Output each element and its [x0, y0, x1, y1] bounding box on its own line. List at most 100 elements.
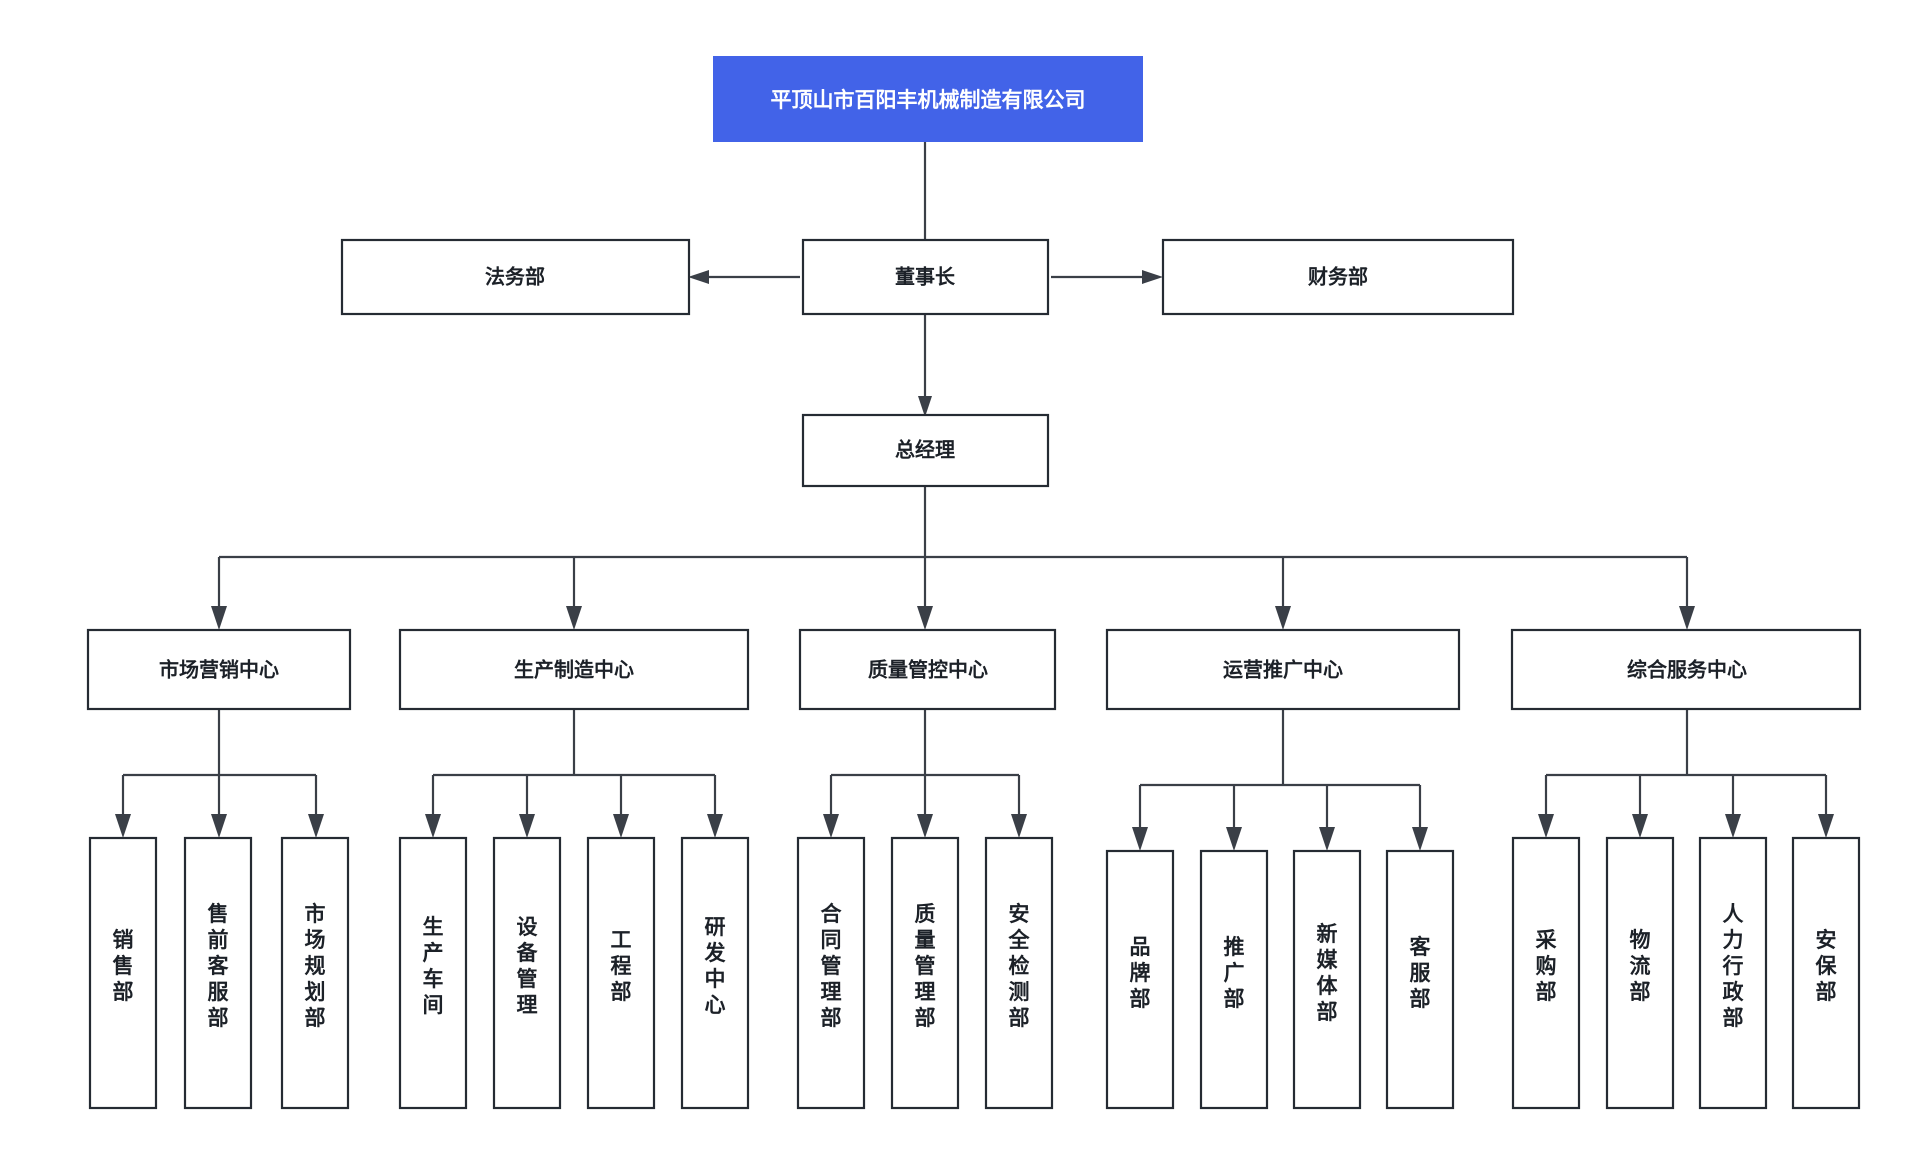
arrow-leaf-2-2 — [1011, 814, 1027, 838]
arrow-leaf-2-1 — [917, 814, 933, 838]
node-leaf-1-2[interactable]: 工程部 — [586, 836, 656, 1110]
leaf-0-0-label: 销售部 — [113, 928, 134, 1004]
center-4-label: 综合服务中心 — [1627, 658, 1747, 682]
node-center-2[interactable]: 质量管控中心 — [798, 628, 1057, 711]
leaf-1-0-label: 生产车间 — [423, 915, 444, 1017]
node-legal[interactable]: 法务部 — [340, 238, 691, 316]
leaf-4-1-label: 物流部 — [1630, 928, 1651, 1004]
leaf-3-2-label: 新媒体部 — [1317, 922, 1339, 1024]
center-2-label: 质量管控中心 — [868, 658, 988, 682]
node-leaf-1-1[interactable]: 设备管理 — [492, 836, 562, 1110]
node-center-3[interactable]: 运营推广中心 — [1105, 628, 1461, 711]
arrow-leaf-0-2 — [308, 814, 324, 838]
leaf-0-2-label: 市场规划部 — [305, 902, 326, 1030]
arrow-leaf-0-0 — [115, 814, 131, 838]
root-box[interactable] — [713, 56, 1143, 142]
arrow-leaf-1-3 — [707, 814, 723, 838]
leaf-4-1-box[interactable] — [1605, 836, 1675, 1110]
finance-box[interactable] — [1161, 238, 1515, 316]
arrow-leaf-4-3 — [1818, 814, 1834, 838]
leaf-1-1-box[interactable] — [492, 836, 562, 1110]
arrow-leaf-4-2 — [1725, 814, 1741, 838]
node-leaf-2-2[interactable]: 安全检测部 — [984, 836, 1054, 1110]
leaf-4-3-box[interactable] — [1791, 836, 1861, 1110]
leaf-0-1-box[interactable] — [183, 836, 253, 1110]
node-leaf-0-2[interactable]: 市场规划部 — [280, 836, 350, 1110]
connectors — [115, 142, 1834, 851]
arrow-leaf-1-1 — [519, 814, 535, 838]
node-leaf-1-3[interactable]: 研发中心 — [680, 836, 750, 1110]
leaf-0-2-box[interactable] — [280, 836, 350, 1110]
node-leaf-0-1[interactable]: 售前客服部 — [183, 836, 253, 1110]
center-4-box[interactable] — [1510, 628, 1862, 711]
node-center-4[interactable]: 综合服务中心 — [1510, 628, 1862, 711]
finance-label: 财务部 — [1308, 265, 1368, 289]
node-leaf-3-1[interactable]: 推广部 — [1199, 849, 1269, 1110]
leaf-0-0-box[interactable] — [88, 836, 158, 1110]
node-root[interactable]: 平顶山市百阳丰机械制造有限公司 — [713, 56, 1143, 142]
node-leaf-3-2[interactable]: 新媒体部 — [1292, 849, 1362, 1110]
node-finance[interactable]: 财务部 — [1161, 238, 1515, 316]
node-leaf-4-0[interactable]: 采购部 — [1511, 836, 1581, 1110]
node-leaf-3-3[interactable]: 客服部 — [1385, 849, 1455, 1110]
arrow-leaf-3-3 — [1412, 827, 1428, 851]
leaf-2-0-box[interactable] — [796, 836, 866, 1110]
leaf-2-1-box[interactable] — [890, 836, 960, 1110]
leaf-3-0-box[interactable] — [1105, 849, 1175, 1110]
node-chairman[interactable]: 董事长 — [801, 238, 1050, 316]
arrow-leaf-0-1 — [211, 814, 227, 838]
arrow-leaf-3-1 — [1226, 827, 1242, 851]
leaf-2-2-box[interactable] — [984, 836, 1054, 1110]
node-leaf-3-0[interactable]: 品牌部 — [1105, 849, 1175, 1110]
center-0-label: 市场营销中心 — [159, 658, 279, 682]
chairman-label: 董事长 — [895, 265, 956, 289]
leaf-1-3-box[interactable] — [680, 836, 750, 1110]
arrow-leaf-3-0 — [1132, 827, 1148, 851]
leaf-3-2-box[interactable] — [1292, 849, 1362, 1110]
center-3-box[interactable] — [1105, 628, 1461, 711]
leaf-4-0-box[interactable] — [1511, 836, 1581, 1110]
arrow-leaf-2-0 — [823, 814, 839, 838]
arrow-leaf-4-1 — [1632, 814, 1648, 838]
node-center-0[interactable]: 市场营销中心 — [86, 628, 352, 711]
leaf-1-2-box[interactable] — [586, 836, 656, 1110]
leaf-4-2-box[interactable] — [1698, 836, 1768, 1110]
node-leaf-2-0[interactable]: 合同管理部 — [796, 836, 866, 1110]
arrow-leaf-4-0 — [1538, 814, 1554, 838]
leaf-3-1-box[interactable] — [1199, 849, 1269, 1110]
general-manager-box[interactable] — [801, 413, 1050, 488]
general-manager-label: 总经理 — [895, 438, 955, 462]
leaf-1-0-box[interactable] — [398, 836, 468, 1110]
legal-label: 法务部 — [485, 265, 545, 289]
arrow-chairman-finance — [1142, 270, 1163, 284]
leaf-3-0-label: 品牌部 — [1130, 935, 1151, 1011]
node-leaf-4-1[interactable]: 物流部 — [1605, 836, 1675, 1110]
node-leaf-4-3[interactable]: 安保部 — [1791, 836, 1861, 1110]
leaf-0-1-label: 售前客服部 — [208, 902, 230, 1030]
root-label: 平顶山市百阳丰机械制造有限公司 — [771, 88, 1086, 112]
center-1-label: 生产制造中心 — [514, 658, 634, 682]
center-1-box[interactable] — [398, 628, 750, 711]
leaf-1-3-label: 研发中心 — [704, 915, 727, 1017]
leaf-3-3-box[interactable] — [1385, 849, 1455, 1110]
arrow-leaf-1-2 — [613, 814, 629, 838]
node-general-manager[interactable]: 总经理 — [801, 413, 1050, 488]
node-leaf-2-1[interactable]: 质量管理部 — [890, 836, 960, 1110]
arrow-center-4 — [1679, 606, 1695, 630]
leaf-2-0-label: 合同管理部 — [821, 902, 843, 1030]
node-leaf-1-0[interactable]: 生产车间 — [398, 836, 468, 1110]
center-0-box[interactable] — [86, 628, 352, 711]
leaf-1-2-label: 工程部 — [611, 928, 632, 1004]
leaf-4-2-label: 人力行政部 — [1722, 902, 1745, 1030]
center-2-box[interactable] — [798, 628, 1057, 711]
node-leaf-0-0[interactable]: 销售部 — [88, 836, 158, 1110]
legal-box[interactable] — [340, 238, 691, 316]
leaf-2-2-label: 安全检测部 — [1008, 902, 1031, 1030]
arrow-leaf-1-0 — [425, 814, 441, 838]
node-center-1[interactable]: 生产制造中心 — [398, 628, 750, 711]
leaf-3-1-label: 推广部 — [1224, 935, 1245, 1011]
chairman-box[interactable] — [801, 238, 1050, 316]
arrow-chairman-legal — [688, 270, 709, 284]
node-leaf-4-2[interactable]: 人力行政部 — [1698, 836, 1768, 1110]
